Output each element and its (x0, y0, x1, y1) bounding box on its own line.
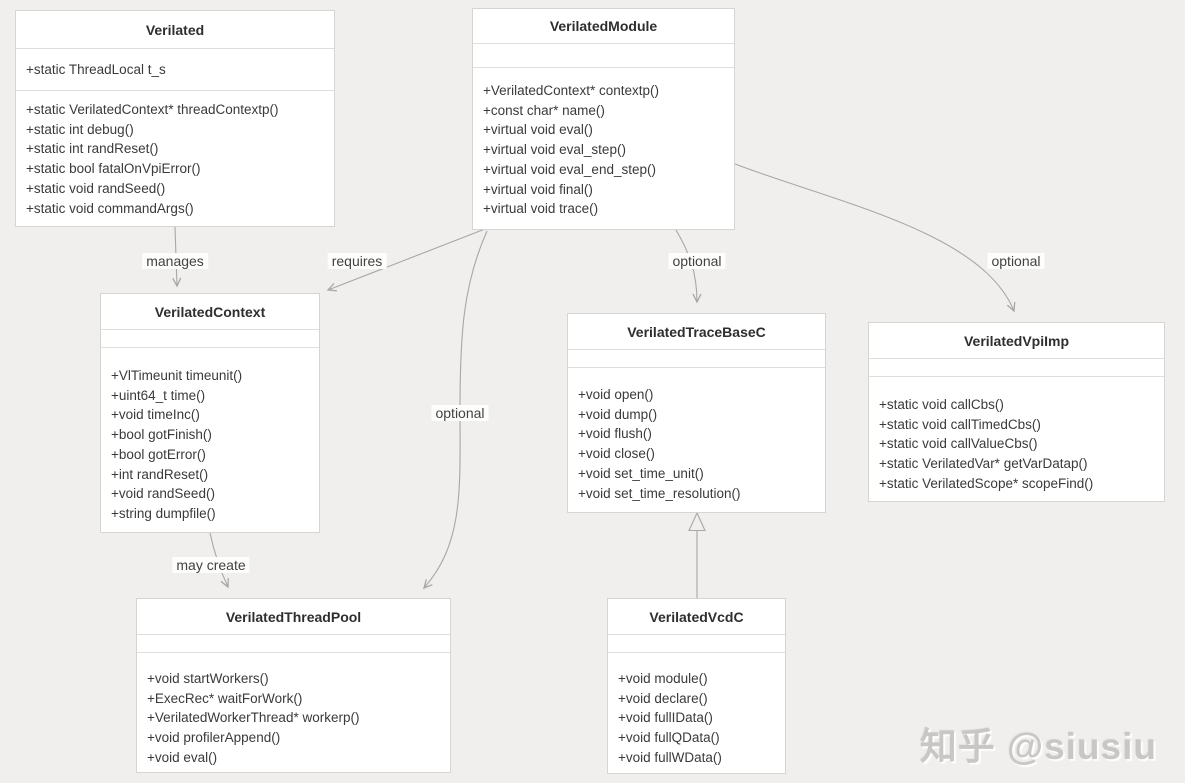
class-title: VerilatedThreadPool (137, 599, 450, 635)
method-row: +void timeInc() (111, 407, 200, 423)
class-title: VerilatedVpiImp (869, 323, 1164, 359)
class-verilatedcontext[interactable]: VerilatedContext +VlTimeunit timeunit() … (100, 293, 320, 533)
class-verilatedmodule[interactable]: VerilatedModule +VerilatedContext* conte… (472, 8, 735, 230)
class-attributes (101, 330, 319, 348)
class-methods: +static void callCbs() +static void call… (869, 377, 1164, 501)
method-row: +static void callTimedCbs() (879, 416, 1041, 432)
method-row: +void open() (578, 387, 654, 402)
edge-label-may-create: may create (172, 557, 250, 573)
method-row: +void flush() (578, 426, 652, 442)
edge-label-manages: manages (142, 253, 208, 269)
class-attributes (608, 635, 785, 653)
edge-requires (326, 228, 486, 292)
method-row: +static void commandArgs() (26, 200, 194, 216)
class-title: VerilatedVcdC (608, 599, 785, 635)
method-row: +static bool fatalOnVpiError() (26, 161, 201, 177)
method-row: +static VerilatedScope* scopeFind() (879, 475, 1094, 491)
inheritance-triangle-icon (688, 511, 706, 532)
class-title: VerilatedContext (101, 294, 319, 330)
class-methods: +VlTimeunit timeunit() +uint64_t time() … (101, 348, 319, 532)
method-row: +void fullWData() (618, 749, 722, 765)
method-row: +int randReset() (111, 466, 209, 482)
method-row: +void set_time_unit() (578, 465, 704, 481)
method-row: +static void callValueCbs() (879, 436, 1038, 452)
method-row: +virtual void final() (483, 181, 593, 197)
method-row: +static VerilatedContext* threadContextp… (26, 102, 279, 117)
class-methods: +VerilatedContext* contextp() +const cha… (473, 68, 734, 229)
method-row: +virtual void trace() (483, 201, 599, 217)
method-row: +void declare() (618, 690, 708, 706)
class-verilatedvpiimp[interactable]: VerilatedVpiImp +static void callCbs() +… (868, 322, 1165, 502)
method-row: +void close() (578, 446, 655, 462)
method-row: +void startWorkers() (147, 671, 269, 686)
method-row: +void fullQData() (618, 730, 720, 746)
watermark: 知乎 @siusiu (919, 726, 1157, 767)
method-row: +virtual void eval_step() (483, 142, 626, 158)
class-methods: +void open() +void dump() +void flush() … (568, 368, 825, 512)
method-row: +void fullIData() (618, 710, 713, 726)
class-title: VerilatedTraceBaseC (568, 314, 825, 350)
method-row: +bool gotError() (111, 446, 206, 462)
method-row: +const char* name() (483, 102, 605, 118)
attribute-row: +static ThreadLocal t_s (26, 61, 166, 77)
method-row: +virtual void eval_end_step() (483, 161, 656, 177)
method-row: +void set_time_resolution() (578, 485, 741, 501)
class-attributes (869, 359, 1164, 377)
class-verilatedthreadpool[interactable]: VerilatedThreadPool +void startWorkers()… (136, 598, 451, 773)
method-row: +VerilatedWorkerThread* workerp() (147, 710, 360, 726)
class-attributes (568, 350, 825, 368)
method-row: +VerilatedContext* contextp() (483, 83, 659, 98)
method-row: +VlTimeunit timeunit() (111, 368, 243, 383)
method-row: +static int randReset() (26, 141, 159, 157)
method-row: +ExecRec* waitForWork() (147, 690, 303, 706)
class-verilatedtracebasec[interactable]: VerilatedTraceBaseC +void open() +void d… (567, 313, 826, 513)
method-row: +static VerilatedVar* getVarDatap() (879, 456, 1088, 472)
edge-label-optional-trace: optional (668, 253, 726, 269)
edge-label-requires: requires (327, 253, 387, 269)
method-row: +void eval() (147, 749, 218, 765)
method-row: +bool gotFinish() (111, 427, 212, 443)
class-attributes (137, 635, 450, 653)
class-methods: +void module() +void declare() +void ful… (608, 653, 785, 773)
class-title: Verilated (16, 11, 334, 49)
edge-optional-vpi (734, 163, 1016, 313)
method-row: +void profilerAppend() (147, 730, 281, 746)
edge-label-optional-threadpool: optional (431, 405, 489, 421)
method-row: +void module() (618, 671, 708, 686)
class-attributes: +static ThreadLocal t_s (16, 49, 334, 91)
class-title: VerilatedModule (473, 9, 734, 44)
method-row: +void dump() (578, 406, 658, 422)
method-row: +static void callCbs() (879, 397, 1004, 412)
class-methods: +void startWorkers() +ExecRec* waitForWo… (137, 653, 450, 772)
method-row: +static void randSeed() (26, 180, 166, 196)
class-attributes (473, 44, 734, 68)
method-row: +string dumpfile() (111, 505, 216, 521)
edge-label-optional-vpi: optional (987, 253, 1045, 269)
method-row: +static int debug() (26, 121, 134, 137)
method-row: +void randSeed() (111, 486, 215, 502)
method-row: +uint64_t time() (111, 387, 206, 403)
class-verilatedvcdc[interactable]: VerilatedVcdC +void module() +void decla… (607, 598, 786, 774)
class-methods: +static VerilatedContext* threadContextp… (16, 91, 334, 226)
method-row: +virtual void eval() (483, 122, 593, 138)
class-verilated[interactable]: Verilated +static ThreadLocal t_s +stati… (15, 10, 335, 227)
